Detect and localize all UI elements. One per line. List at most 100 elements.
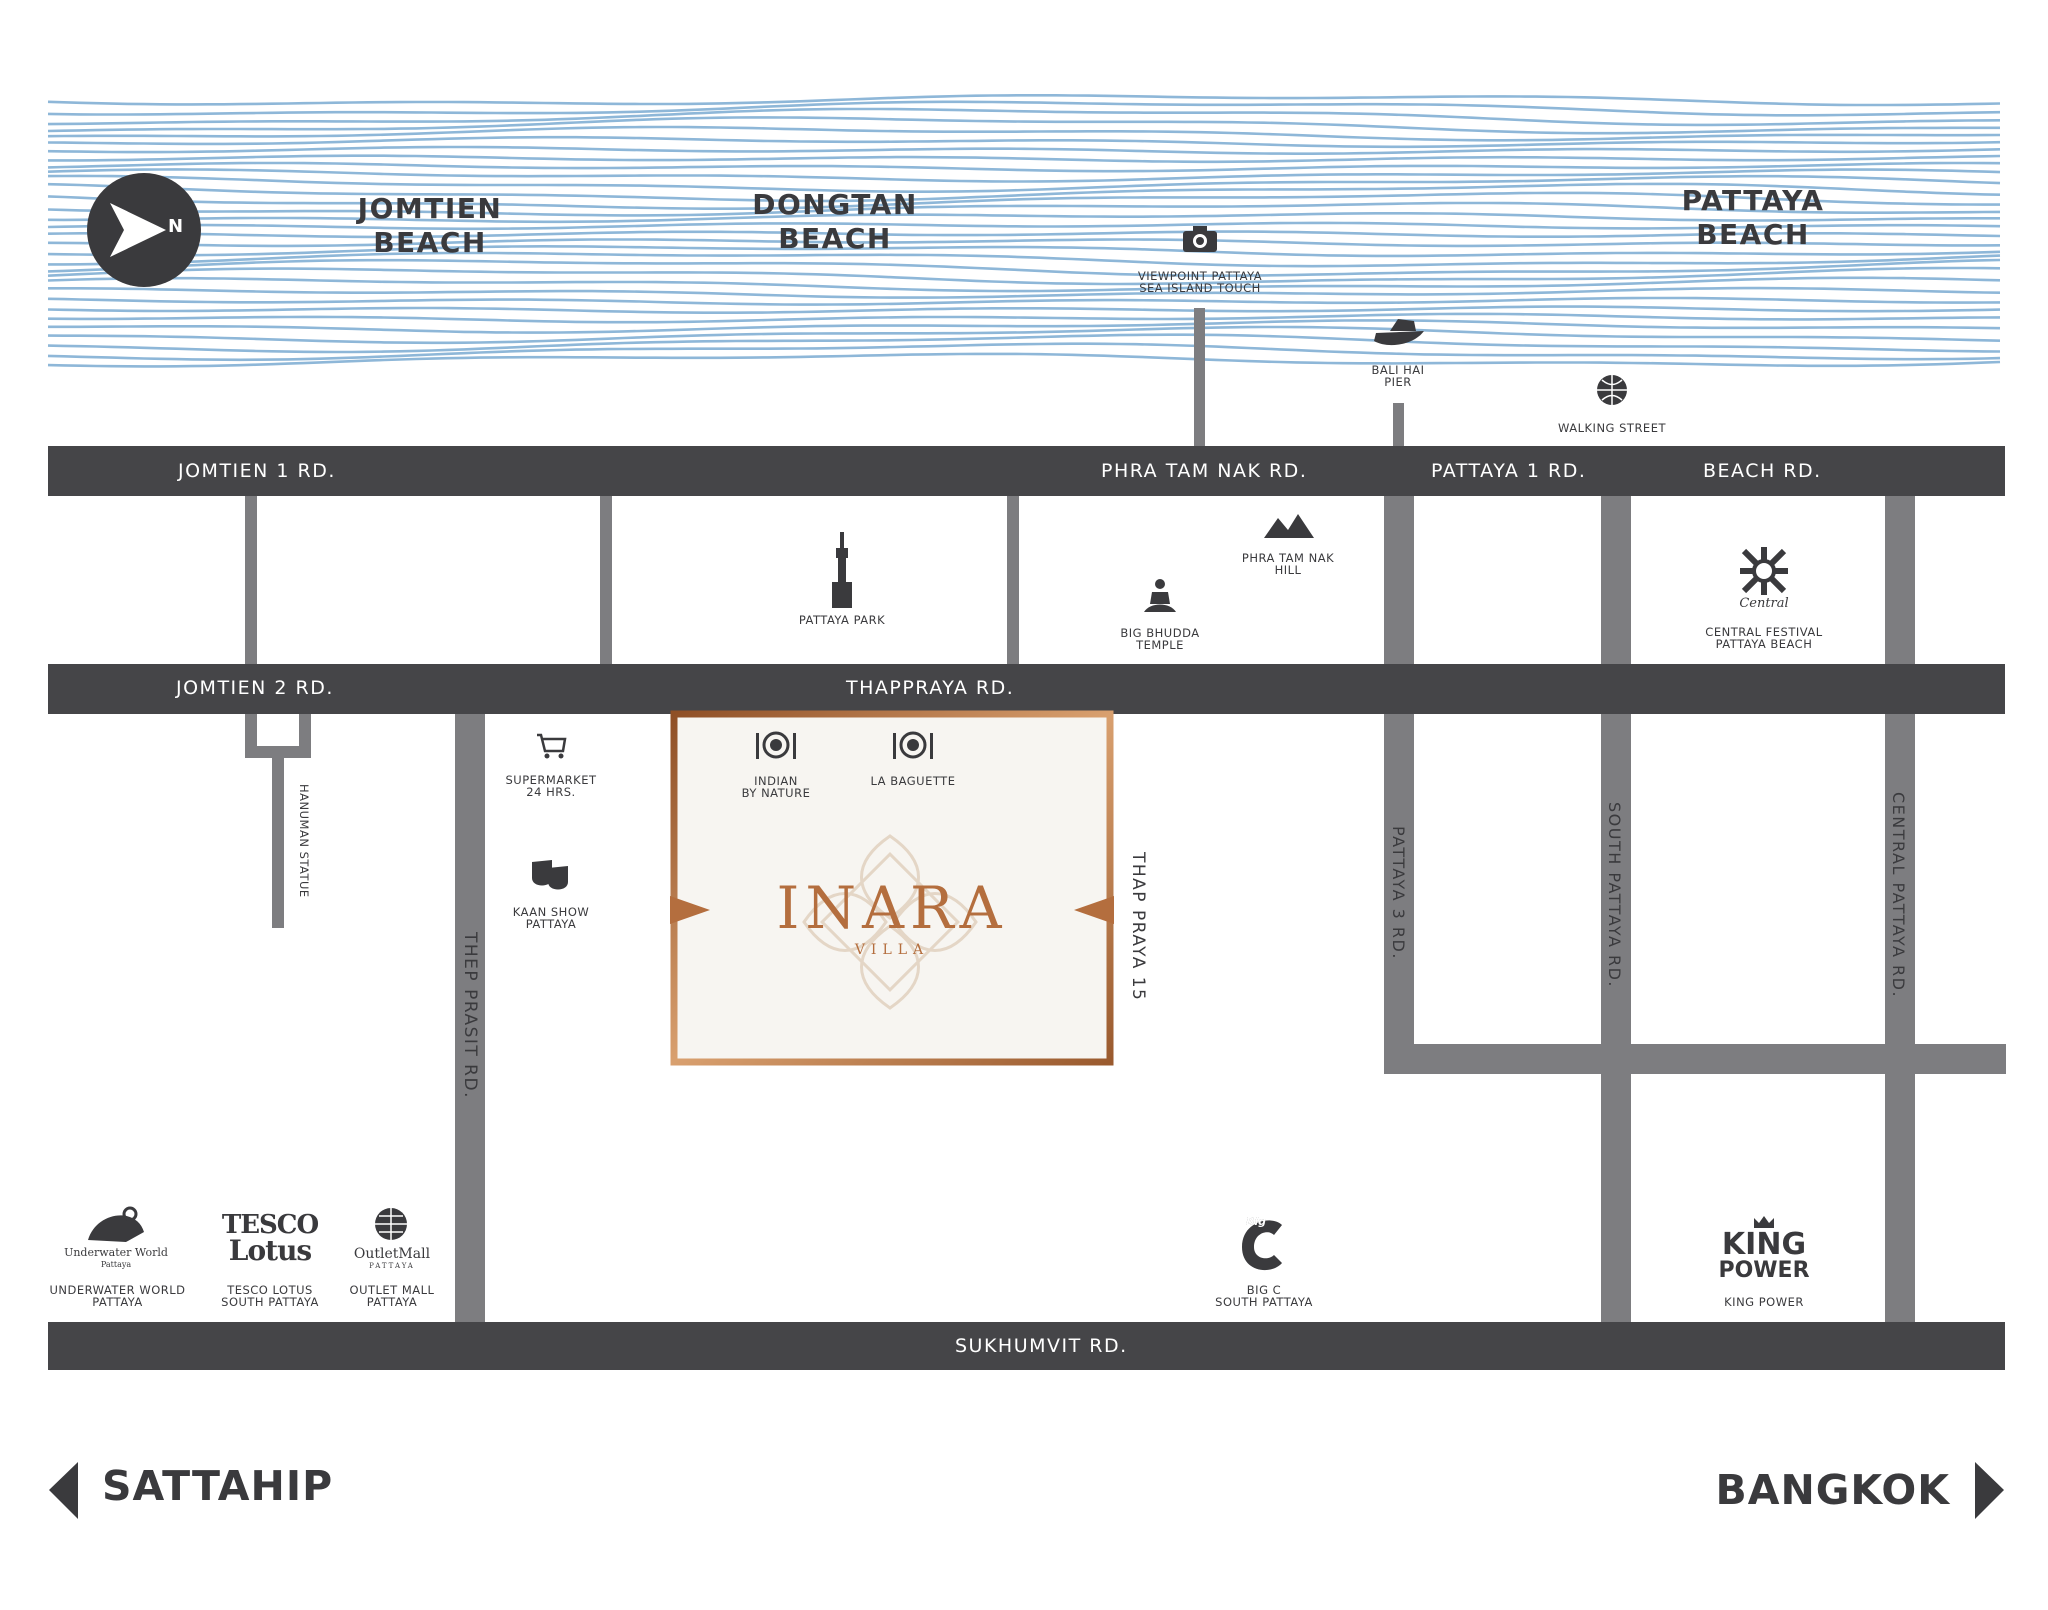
poi-bali-hai-pier[interactable]: BALI HAI PIER (1371, 363, 1425, 389)
road-label-sukhumvit: SUKHUMVIT RD. (955, 1335, 1128, 1357)
wave-line (48, 319, 2001, 334)
road-south-pattaya (1601, 712, 1631, 1324)
wave-line (47, 296, 2001, 306)
wave-line (47, 230, 2001, 239)
poi-supermarket[interactable]: SUPERMARKET 24 HRS. (505, 773, 597, 799)
road-south-pattaya-upper (1601, 494, 1631, 666)
tesco-logo-line1: TESCO (221, 1210, 319, 1240)
wave-line (47, 258, 2001, 277)
project-name[interactable]: INARA (776, 874, 1008, 942)
wave-line (47, 342, 2001, 362)
wave-line (47, 174, 2001, 193)
poi-central-festival[interactable]: CENTRAL FESTIVAL PATTAYA BEACH (1705, 625, 1823, 651)
poi-outlet-mall[interactable]: OUTLET MALL PATTAYA (349, 1283, 435, 1309)
minor-road-b (600, 494, 612, 666)
poi-kaan-show[interactable]: KAAN SHOW PATTAYA (512, 905, 590, 931)
project-sub: VILLA (854, 942, 930, 958)
poi-viewpoint[interactable]: VIEWPOINT PATTAYA SEA ISLAND TOUCH (1137, 269, 1263, 295)
wave-line (47, 168, 2001, 183)
poi-pattaya-park[interactable]: PATTAYA PARK (798, 613, 886, 627)
poi-indian-by-nature[interactable]: INDIAN BY NATURE (741, 774, 811, 800)
arrow-left-icon[interactable] (49, 1462, 78, 1519)
wave-line (47, 182, 2001, 203)
compass (87, 173, 201, 287)
big-c-logo-icon (1242, 1220, 1282, 1271)
lotus-motif (802, 834, 978, 1010)
road-central-pattaya-upper (1885, 494, 1915, 666)
central-logo-icon (1740, 547, 1788, 595)
wave-line (47, 276, 2001, 293)
king-power-crown-icon (1754, 1216, 1774, 1228)
road-thep-prasit (455, 712, 485, 1324)
direction-bangkok[interactable]: BANGKOK (1715, 1466, 1950, 1514)
poi-big-c[interactable]: BIG C SOUTH PATTAYA (1215, 1283, 1313, 1309)
wave-line (47, 221, 2001, 231)
wave-line (47, 333, 2001, 354)
central-logo-text: Central (1739, 596, 1789, 611)
dining-icon (756, 731, 796, 759)
tower-icon (832, 532, 852, 608)
sea-waves (47, 94, 2001, 368)
road-thappraya (48, 664, 2005, 714)
road-jomtien-1 (48, 446, 2005, 496)
poi-underwater-world[interactable]: UNDERWATER WORLD PATTAYA (49, 1283, 186, 1309)
minor-roads (245, 308, 2006, 1324)
camera-icon (1183, 226, 1217, 252)
buddha-icon (1144, 579, 1176, 612)
outlet-mall-logo-text: OutletMall (353, 1246, 431, 1262)
poi-icons (88, 226, 1788, 1271)
road-pattaya-3-upper (1384, 494, 1414, 666)
king-power-logo-line2: POWER (1718, 1258, 1810, 1283)
road-connector (1384, 1044, 2006, 1074)
wave-line (48, 154, 2001, 164)
wave-line (47, 212, 2000, 224)
project-pointer-right (1074, 896, 1114, 924)
road-pattaya-3 (1384, 712, 1414, 1072)
poi-big-buddha[interactable]: BIG BHUDDA TEMPLE (1120, 626, 1200, 652)
road-label-hanuman-statue: HANUMAN STATUE (297, 784, 311, 898)
road-label-south-pattaya: SOUTH PATTAYA RD. (1605, 802, 1624, 988)
wave-line (48, 251, 2001, 268)
road-label-pattaya-3: PATTAYA 3 RD. (1389, 826, 1408, 960)
road-label-beach: BEACH RD. (1703, 460, 1822, 482)
poi-tesco-lotus[interactable]: TESCO LOTUS SOUTH PATTAYA (221, 1283, 319, 1309)
major-roads (48, 446, 2005, 1370)
beach-label-dongtan: DONGTAN BEACH (752, 188, 918, 255)
road-label-thep-prasit: THEP PRASIT RD. (460, 932, 480, 1099)
compass-label: N (168, 216, 184, 237)
poi-la-baguette[interactable]: LA BAGUETTE (870, 774, 956, 788)
wave-line (47, 125, 2001, 142)
minor-road-a (245, 494, 257, 666)
wave-line (47, 135, 2001, 149)
wave-line (47, 191, 2000, 210)
wave-line (47, 201, 2001, 217)
outlet-mall-logo-sub: PATTAYA (369, 1262, 415, 1270)
poi-phra-tam-nak-hill[interactable]: PHRA TAM NAK HILL (1241, 551, 1335, 577)
arrow-right-icon[interactable] (1975, 1462, 2004, 1519)
wave-line (47, 116, 2000, 135)
wave-line (47, 238, 2001, 248)
wave-line (47, 325, 2001, 345)
underwater-world-logo-icon (88, 1206, 144, 1242)
road-label-thap-praya-15: THAP PRAYA 15 (1128, 852, 1148, 1002)
wave-line (47, 312, 2001, 324)
project-inara-villa[interactable] (670, 710, 1114, 1066)
road-label-central-pattaya: CENTRAL PATTAYA RD. (1889, 792, 1908, 999)
wave-line (47, 145, 2001, 155)
wave-line (47, 107, 2001, 127)
theatre-masks-icon (532, 860, 568, 890)
north-arrow-icon (110, 203, 166, 257)
beach-label-pattaya: PATTAYA BEACH (1681, 184, 1825, 251)
wave-line (48, 286, 2001, 299)
dining-icon (893, 731, 933, 759)
beach-label-jomtien: JOMTIEN BEACH (357, 192, 503, 259)
direction-sattahip[interactable]: SATTAHIP (102, 1462, 334, 1510)
boat-icon (1374, 319, 1424, 346)
poi-walking-street[interactable]: WALKING STREET (1558, 421, 1666, 435)
road-label-phra-tam-nak: PHRA TAM NAK RD. (1101, 460, 1308, 482)
king-power-logo-line1: KING (1721, 1227, 1807, 1262)
wave-line (47, 266, 2001, 286)
poi-king-power[interactable]: KING POWER (1724, 1295, 1804, 1309)
